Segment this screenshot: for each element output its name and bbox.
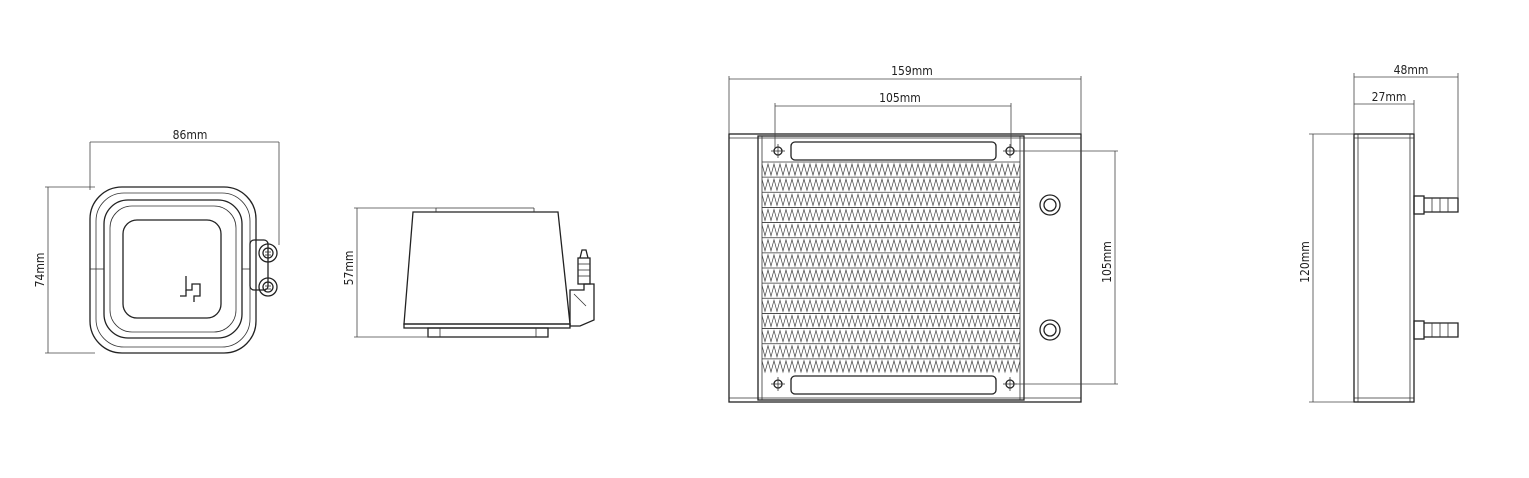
fitting-port-bottom bbox=[258, 277, 278, 297]
pump-fittings bbox=[249, 239, 278, 297]
radiator-vertical-label: 105mm bbox=[1100, 241, 1114, 283]
pump-width-label: 86mm bbox=[173, 128, 208, 142]
pump-side-height-label: 57mm bbox=[342, 251, 356, 286]
radiator-outer-frame bbox=[728, 133, 1082, 403]
radiator-core-label: 27mm bbox=[1372, 90, 1407, 104]
radiator-fins bbox=[761, 161, 1021, 374]
bottom-mount-slot bbox=[790, 375, 997, 395]
pump-outer-body bbox=[89, 186, 257, 354]
dimension-74mm: 74mm bbox=[33, 186, 95, 354]
dimension-48mm: 48mm bbox=[1353, 63, 1459, 198]
dimension-120mm: 120mm bbox=[1298, 133, 1354, 403]
dimension-159mm: 159mm bbox=[728, 64, 1082, 134]
radiator-hole-spacing-label: 105mm bbox=[879, 91, 921, 105]
deepcool-logo-icon bbox=[180, 276, 201, 302]
radiator-side-barb-top bbox=[1413, 195, 1459, 215]
pump-side-body bbox=[403, 211, 571, 325]
radiator-front-view: 159mm 105mm 105mm bbox=[728, 64, 1118, 403]
radiator-height-label: 120mm bbox=[1298, 241, 1312, 283]
fitting-port-top bbox=[258, 243, 278, 263]
pump-height-label: 74mm bbox=[33, 253, 47, 288]
radiator-side-body bbox=[1353, 133, 1415, 403]
dimension-57mm: 57mm bbox=[342, 207, 436, 338]
dimension-105mm-horizontal: 105mm bbox=[774, 91, 1012, 148]
radiator-width-label: 159mm bbox=[891, 64, 933, 78]
pump-side-view: 57mm bbox=[342, 207, 595, 338]
pump-inner-rim bbox=[95, 192, 251, 348]
dimension-27mm: 27mm bbox=[1354, 90, 1415, 134]
dimension-105mm-vertical: 105mm bbox=[1014, 150, 1118, 385]
top-mount-slot bbox=[790, 141, 997, 161]
radiator-port-top bbox=[1039, 194, 1061, 216]
radiator-ports bbox=[1039, 194, 1061, 341]
radiator-side-view: 48mm 27mm 120mm bbox=[1298, 63, 1459, 403]
pump-front-view: 86mm 74mm bbox=[33, 128, 280, 354]
pump-cold-plate bbox=[427, 327, 549, 338]
pump-side-fitting bbox=[569, 249, 595, 327]
radiator-port-bottom bbox=[1039, 319, 1061, 341]
pump-top-plate bbox=[122, 219, 222, 319]
pump-cap-inner bbox=[109, 205, 237, 333]
dimension-86mm: 86mm bbox=[89, 128, 280, 245]
radiator-side-barb-bottom bbox=[1413, 320, 1459, 340]
radiator-thickness-label: 48mm bbox=[1394, 63, 1429, 77]
